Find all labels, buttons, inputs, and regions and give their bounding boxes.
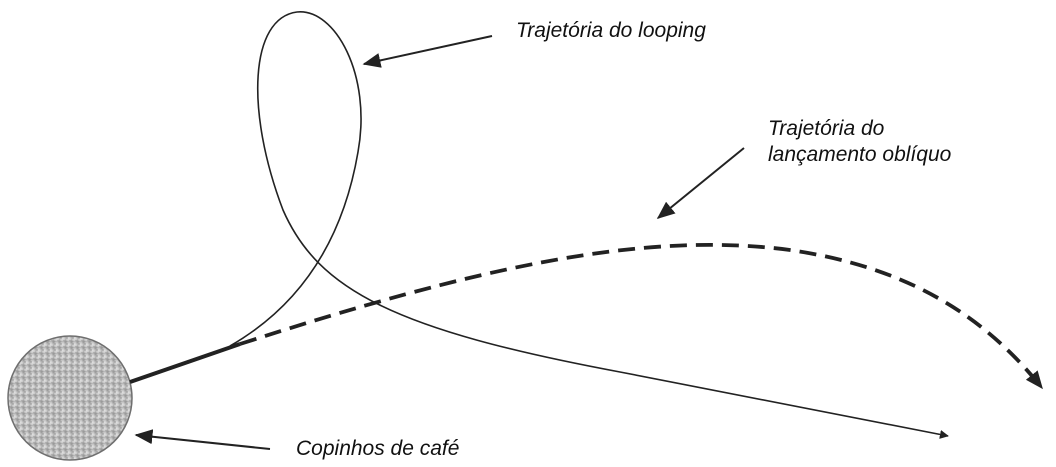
launch-segment [129,342,241,384]
cups-label-text: Copinhos de café [296,437,460,460]
looping-trajectory-label: Trajetória do looping [516,18,706,44]
cups-annotation-arrow [134,429,271,450]
oblique-annotation-arrow [656,147,745,219]
oblique-label-line1: Trajetória do [768,117,885,140]
oblique-label-line2: lançamento oblíquo [768,143,952,166]
looping-trajectory-path [229,11,949,439]
looping-annotation-arrow [362,35,493,68]
coffee-cups-ball [7,335,133,461]
oblique-trajectory-path [239,242,1044,390]
looping-label-text: Trajetória do looping [516,19,706,42]
coffee-cups-label: Copinhos de café [296,436,459,462]
oblique-trajectory-label: Trajetória do lançamento oblíquo [768,116,951,168]
